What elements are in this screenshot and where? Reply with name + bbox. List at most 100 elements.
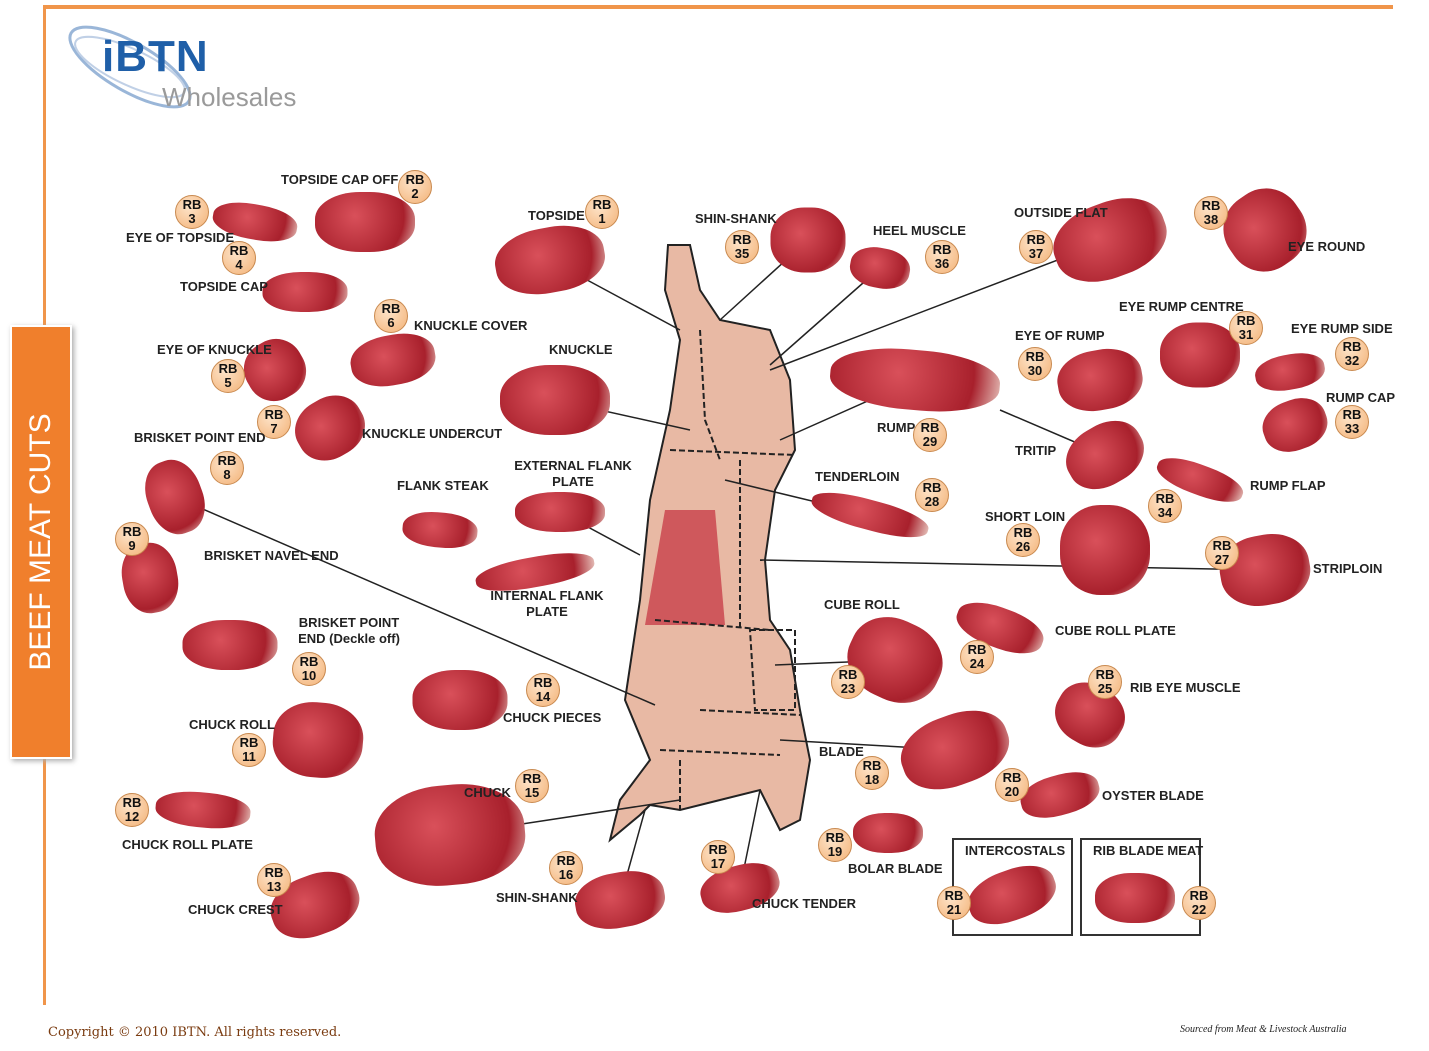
rb-prefix: RB [732,232,752,247]
cut-label: EYE RUMP CENTRE [1119,299,1244,314]
cut-label: BLADE [819,744,864,759]
rb-prefix: RB [1236,313,1256,328]
carcass-flank-region [645,510,725,625]
cut-label: TRITIP [1015,443,1057,458]
rb-prefix: RB [922,480,942,495]
meat-cut-image [262,272,348,312]
rb-prefix: RB [944,888,964,903]
rb-prefix: RB [299,654,319,669]
cut-label: BRISKET POINT END (Deckle off) [298,615,400,646]
meat-cut-image [1060,505,1150,595]
cut-label: CUBE ROLL PLATE [1055,623,1176,638]
cut-label: KNUCKLE COVER [414,318,528,333]
cut-label: RUMP FLAP [1250,478,1326,493]
logo-subtitle: Wholesales [162,82,297,112]
cut-label: EXTERNAL FLANK PLATE [514,458,632,489]
cut-label: RUMP CAP [1326,390,1396,405]
rb-number: 21 [946,902,962,917]
rb-number: 34 [1157,505,1173,520]
rb-number: 37 [1028,246,1044,261]
rb-prefix: RB [920,420,940,435]
leader-line [769,239,1111,371]
copyright: Copyright © 2010 IBTN. All rights reserv… [48,1025,342,1040]
side-title: BEEF MEAT CUTS [10,325,72,759]
rb-number: 30 [1027,363,1043,378]
rb-number: 36 [934,256,950,271]
cut-label: CHUCK TENDER [752,896,856,911]
cut-label: CHUCK ROLL PLATE [122,837,253,852]
rb-number: 27 [1214,552,1230,567]
meat-cut-image [515,492,605,532]
rb-number: 31 [1238,327,1254,342]
meat-cut-image [500,365,610,435]
meat-cut-image [770,207,846,273]
rb-number: 6 [387,315,395,330]
rb-prefix: RB [405,172,425,187]
meat-cut-image [1095,873,1175,923]
cut-label: INTERCOSTALS [965,843,1066,858]
carcass-cut-lines [654,329,801,810]
rb-number: 35 [734,246,750,261]
rb-number: 38 [1203,212,1219,227]
rb-prefix: RB [1026,232,1046,247]
rb-number: 24 [969,656,985,671]
rb-prefix: RB [229,243,249,258]
logo-brand: iBTN [102,32,209,81]
leader-line [174,496,656,706]
source-credit: Sourced from Meat & Livestock Australia [1180,1024,1347,1035]
rb-prefix: RB [264,865,284,880]
cut-label: EYE OF KNUCKLE [157,342,272,357]
cut-label: KNUCKLE UNDERCUT [362,426,503,441]
rb-number: 25 [1097,681,1113,696]
cut-label: BOLAR BLADE [848,861,943,876]
cut-label: EYE ROUND [1288,239,1366,254]
rb-prefix: RB [932,242,952,257]
cut-label: TOPSIDE CAP [180,279,268,294]
cut-label: CHUCK [464,785,511,800]
cut-label: RIB EYE MUSCLE [1130,680,1241,695]
rb-number: 12 [124,809,140,824]
rb-prefix: RB [1013,525,1033,540]
rb-prefix: RB [556,853,576,868]
rb-number: 33 [1344,421,1360,436]
cut-label: CHUCK CREST [188,902,283,917]
rb-prefix: RB [264,407,284,422]
rb-prefix: RB [1189,888,1209,903]
rb-prefix: RB [1002,770,1022,785]
cut-label: SHIN-SHANK [496,890,578,905]
cut-label: OYSTER BLADE [1102,788,1204,803]
rb-prefix: RB [1201,198,1221,213]
rb-number: 28 [924,494,940,509]
cut-label: RUMP [877,420,916,435]
rb-number: 11 [242,749,256,764]
rb-prefix: RB [838,667,858,682]
cut-label: EYE OF RUMP [1015,328,1105,343]
cut-label: TENDERLOIN [815,469,900,484]
rb-number: 14 [535,689,551,704]
meat-cut-image [853,813,923,853]
